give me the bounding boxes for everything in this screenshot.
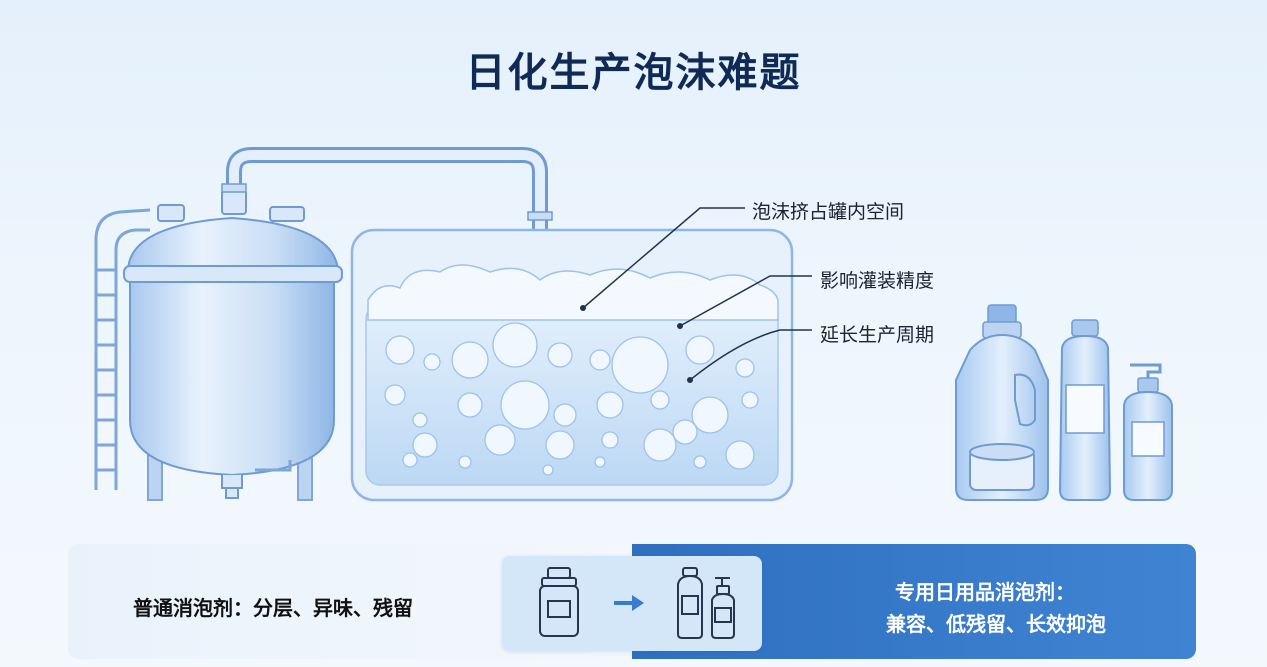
jar-icon — [539, 567, 579, 637]
cream-jar-icon — [969, 443, 1035, 491]
ordinary-defoamer-text: 普通消泡剂：分层、异味、残留 — [133, 596, 413, 620]
arrow-right-icon — [614, 595, 644, 611]
comparison-icons — [539, 567, 735, 639]
callout-dots — [580, 305, 693, 383]
page-title: 日化生产泡沫难题 — [465, 50, 802, 96]
tall-bottle-icon — [1058, 319, 1112, 501]
pump-bottle-icon — [1123, 363, 1173, 501]
callout-leaders — [582, 207, 812, 381]
ladder-icon — [94, 208, 151, 490]
foam-container — [350, 228, 794, 502]
reactor-tank-icon — [123, 189, 343, 501]
callout-filling-accuracy: 影响灌装精度 — [820, 270, 935, 292]
special-defoamer-title: 专用日用品消泡剂： — [895, 580, 1075, 604]
special-defoamer-benefits: 兼容、低残留、长效抑泡 — [886, 612, 1106, 636]
bottle-pair-icon — [677, 567, 735, 639]
callout-foam-space: 泡沫挤占罐内空间 — [752, 201, 905, 223]
callout-production-cycle: 延长生产周期 — [820, 324, 935, 346]
foam-scene-illustration — [94, 147, 1173, 502]
pipe-icon — [221, 147, 553, 290]
